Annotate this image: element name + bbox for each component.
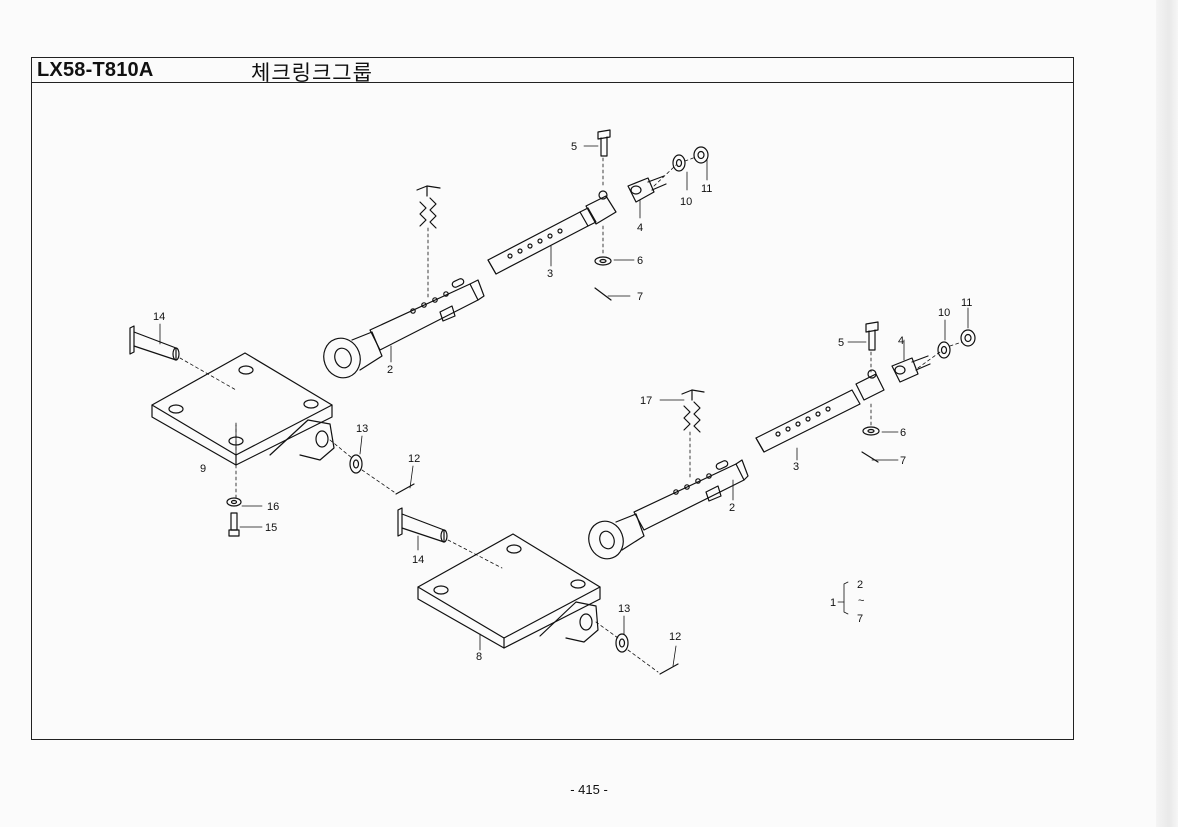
callout-4-left: 4 xyxy=(637,222,643,234)
callout-14-right: 14 xyxy=(412,554,424,566)
callout-9: 9 xyxy=(200,463,206,475)
callout-10-left: 10 xyxy=(680,196,692,208)
page-header: LX58-T810A 체크링크그룹 xyxy=(32,58,1073,85)
callout-13-right: 13 xyxy=(618,603,630,615)
callout-range-sep: ~ xyxy=(858,595,864,607)
callout-11-right: 11 xyxy=(961,297,972,309)
callout-12-right: 12 xyxy=(669,631,681,643)
scan-edge xyxy=(1156,0,1178,827)
callout-numbers: 5 6 7 3 4 10 11 2 14 9 13 12 16 15 14 8 … xyxy=(153,141,972,663)
callout-16: 16 xyxy=(267,501,279,513)
callout-5-left: 5 xyxy=(571,141,577,153)
callout-range-to: 7 xyxy=(857,613,863,625)
callout-12-left: 12 xyxy=(408,453,420,465)
page-number: - 415 - xyxy=(570,782,608,797)
bracket-right xyxy=(397,507,679,675)
callout-5-right: 5 xyxy=(838,337,844,349)
callout-2-left: 2 xyxy=(387,364,393,376)
callout-15: 15 xyxy=(265,522,277,534)
leader-lines xyxy=(159,145,969,667)
callout-13-left: 13 xyxy=(356,423,368,435)
callout-10-right: 10 xyxy=(938,307,950,319)
check-link-left xyxy=(323,129,709,379)
callout-range-from: 2 xyxy=(857,579,863,591)
check-link-right xyxy=(588,321,976,560)
callout-7-left: 7 xyxy=(637,291,643,303)
callout-2-right: 2 xyxy=(729,502,735,514)
callout-1: 1 xyxy=(830,597,836,609)
drawing-frame: LX58-T810A 체크링크그룹 xyxy=(31,57,1074,740)
callout-3-left: 3 xyxy=(547,268,553,280)
group-title: 체크링크그룹 xyxy=(251,61,373,85)
callout-6-right: 6 xyxy=(900,427,906,439)
callout-14-left: 14 xyxy=(153,311,165,323)
model-number: LX58-T810A xyxy=(37,59,154,81)
callout-3-right: 3 xyxy=(793,461,799,473)
callout-17: 17 xyxy=(640,395,652,407)
callout-7-right: 7 xyxy=(900,455,906,467)
callout-11-left: 11 xyxy=(701,183,712,195)
callout-4-right: 4 xyxy=(898,335,904,347)
callout-6-left: 6 xyxy=(637,255,643,267)
callout-8: 8 xyxy=(476,651,482,663)
